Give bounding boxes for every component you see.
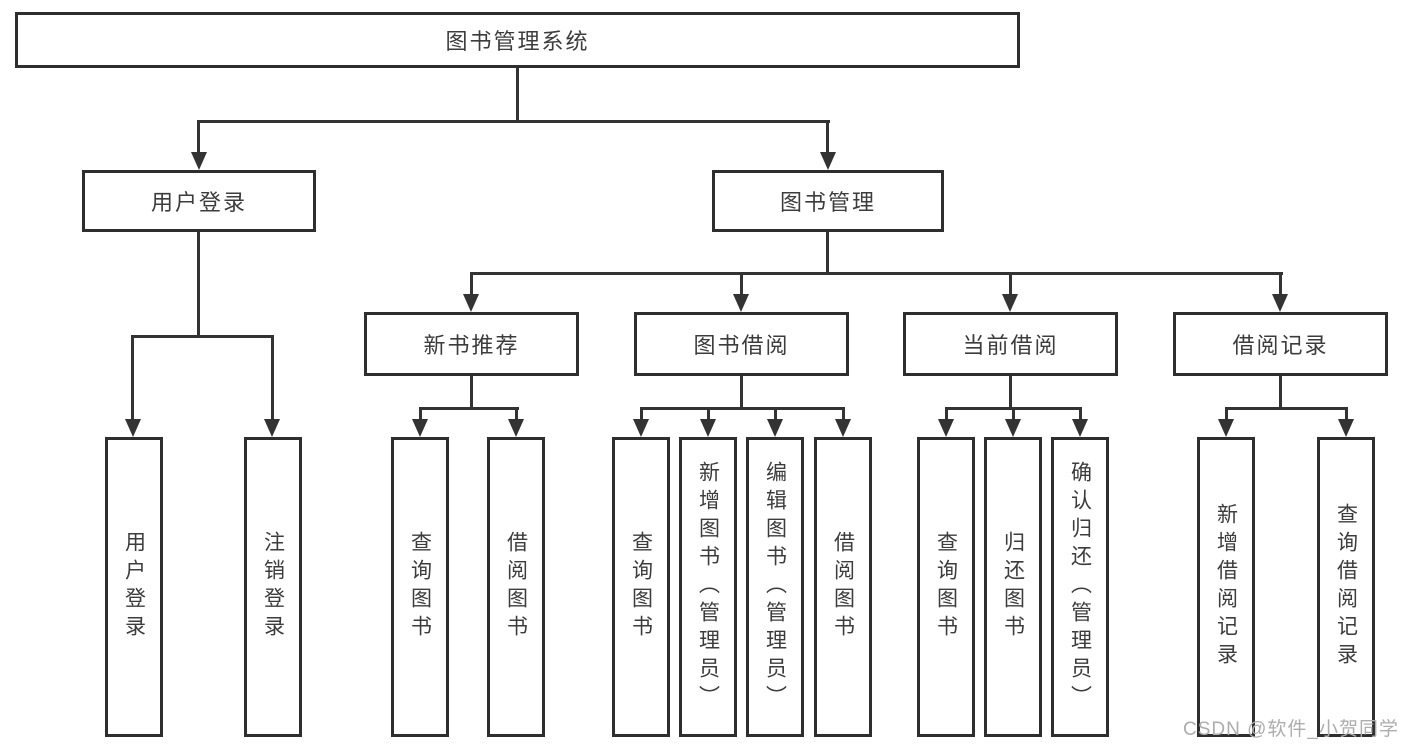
connector-vline [470,376,473,407]
leaf-label: 借阅图书 [831,531,855,643]
leaf-label: 编辑图书（管理员） [763,461,787,713]
connector-vline [740,272,743,296]
connector-vline [516,66,519,120]
arrowhead-down-icon [125,419,141,437]
connector-vline [707,407,710,421]
arrowhead-down-icon [412,419,428,437]
connector-vline [271,335,274,420]
leaf-label: 查询图书 [408,531,432,643]
leaf-label: 查询借阅记录 [1334,503,1358,671]
node-add-borrow-record: 新增借阅记录 [1197,437,1255,737]
arrowhead-down-icon [1272,294,1288,312]
node-book-borrowing: 图书借阅 [634,312,849,376]
arrowhead-down-icon [1218,419,1234,437]
connector-vline [740,376,743,407]
leaf-label: 用户登录 [122,531,146,643]
arrowhead-down-icon [1005,419,1021,437]
connector-vline [1279,272,1282,296]
arrowhead-down-icon [820,152,836,170]
node-new-book-recommendation: 新书推荐 [364,312,579,376]
node-return-book: 归还图书 [984,437,1042,737]
connector-hline [640,407,845,410]
arrowhead-down-icon [733,294,749,312]
arrowhead-down-icon [508,419,524,437]
connector-vline [1345,407,1348,421]
arrowhead-down-icon [191,152,207,170]
arrowhead-down-icon [767,419,783,437]
connector-hline [470,272,1283,275]
leaf-label: 查询图书 [934,531,958,643]
node-current-borrowing: 当前借阅 [903,312,1118,376]
arrowhead-down-icon [700,419,716,437]
connector-vline [1279,376,1282,407]
arrowhead-down-icon [938,419,954,437]
connector-hline [131,335,274,338]
leaf-label: 新增图书（管理员） [696,461,720,713]
node-query-book-recommend: 查询图书 [391,437,449,737]
connector-vline [470,272,473,296]
leaf-label: 归还图书 [1001,531,1025,643]
arrowhead-down-icon [264,419,280,437]
connector-vline [826,120,829,154]
node-query-book-borrowing: 查询图书 [612,437,670,737]
connector-vline [131,335,134,420]
node-confirm-return-admin: 确认归还（管理员） [1051,437,1109,737]
leaf-label: 新增借阅记录 [1214,503,1238,671]
arrowhead-down-icon [633,419,649,437]
leaf-label: 借阅图书 [504,531,528,643]
node-library-system: 图书管理系统 [15,12,1020,68]
node-borrow-book-action: 借阅图书 [814,437,872,737]
arrowhead-down-icon [463,294,479,312]
connector-vline [197,232,200,335]
connector-vline [1225,407,1228,421]
node-edit-book-admin: 编辑图书（管理员） [746,437,804,737]
connector-vline [826,232,829,272]
connector-vline [1012,407,1015,421]
connector-vline [640,407,643,421]
arrowhead-down-icon [1338,419,1354,437]
connector-hline [1225,407,1348,410]
node-logout-action: 注销登录 [244,437,302,737]
connector-vline [1009,376,1012,407]
arrowhead-down-icon [1072,419,1088,437]
node-query-borrow-record: 查询借阅记录 [1317,437,1375,737]
connector-vline [1009,272,1012,296]
connector-vline [515,407,518,421]
csdn-watermark: CSDN @软件_小贺同学 [1183,719,1399,740]
node-borrowing-records: 借阅记录 [1173,312,1388,376]
connector-vline [197,120,200,154]
connector-vline [419,407,422,421]
node-add-book-admin: 新增图书（管理员） [679,437,737,737]
leaf-label: 查询图书 [629,531,653,643]
connector-vline [842,407,845,421]
connector-hline [197,120,830,123]
arrowhead-down-icon [1002,294,1018,312]
connector-vline [774,407,777,421]
node-user-login: 用户登录 [82,170,316,232]
connector-vline [1079,407,1082,421]
leaf-label: 注销登录 [261,531,285,643]
node-user-login-action: 用户登录 [105,437,163,737]
leaf-label: 确认归还（管理员） [1068,461,1092,713]
connector-hline [419,407,519,410]
node-query-book-current: 查询图书 [917,437,975,737]
node-book-management: 图书管理 [712,170,944,232]
node-borrow-book-recommend: 借阅图书 [487,437,545,737]
connector-vline [945,407,948,421]
arrowhead-down-icon [835,419,851,437]
